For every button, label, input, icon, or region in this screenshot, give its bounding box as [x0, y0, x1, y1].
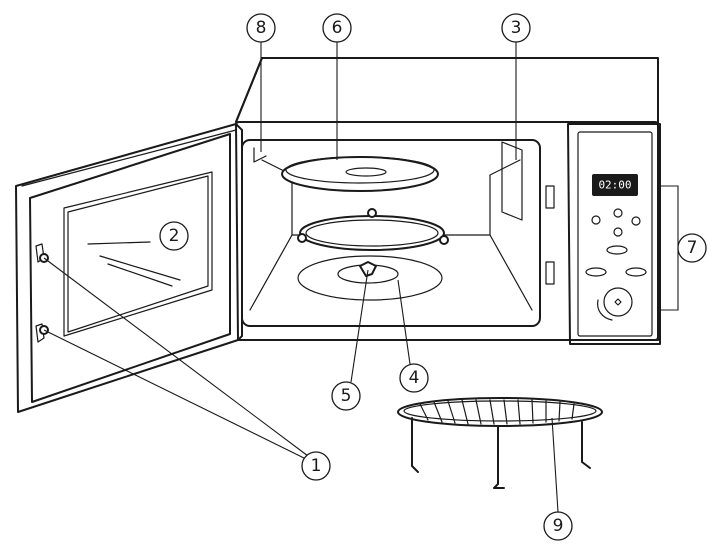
control-panel-frame	[567, 123, 661, 345]
metal-rack	[397, 397, 603, 489]
callout-9: 9	[543, 511, 573, 541]
leader-1a	[43, 257, 309, 457]
door-reflection-3	[107, 263, 173, 287]
door-reflection-2	[99, 255, 181, 281]
left-vent	[253, 147, 267, 163]
leader-7	[660, 185, 679, 311]
roller-ring-wheel-left	[297, 233, 307, 243]
leader-lines	[43, 42, 559, 513]
callout-7: 7	[660, 185, 707, 311]
door-window-inner	[67, 175, 209, 333]
dial-arrow	[597, 299, 613, 321]
leader-9	[551, 417, 559, 513]
door-window	[63, 171, 213, 337]
panel-button-top[interactable]	[613, 208, 623, 218]
display-window	[592, 174, 638, 196]
callout-1-label: 1	[311, 456, 322, 476]
roller-ring	[297, 208, 449, 251]
callout-3: 3	[501, 13, 531, 43]
door-latch-lower	[35, 323, 45, 343]
leader-1b	[43, 329, 309, 461]
control-panel: 02:00	[567, 123, 661, 345]
coupler	[359, 261, 377, 277]
display-time: 02:00	[598, 179, 631, 192]
door-hinge-edge	[235, 123, 243, 341]
roller-ring-inner	[305, 219, 439, 247]
metal-rack-inner	[403, 400, 597, 422]
glass-tray-inner	[285, 156, 435, 184]
callout-1: 1	[301, 451, 331, 481]
callout-4-label: 4	[409, 368, 420, 388]
glass-tray-center	[345, 167, 387, 177]
glass-tray	[281, 156, 439, 192]
leader-4	[397, 279, 411, 365]
glass-tray-rim	[281, 156, 439, 192]
cabinet-top	[235, 57, 659, 123]
control-dial[interactable]	[603, 287, 633, 317]
metal-rack-leg-middle	[493, 425, 505, 489]
roller-ring-wheel-top	[367, 208, 377, 218]
metal-rack-top	[397, 397, 603, 427]
callout-9-label: 9	[553, 516, 564, 536]
callout-8: 8	[246, 13, 276, 43]
callout-2-label: 2	[169, 226, 180, 246]
turntable-floor	[297, 255, 443, 301]
metal-rack-leg-left	[411, 417, 419, 473]
panel-button-oval-3[interactable]	[625, 267, 647, 277]
latch-hole-upper	[545, 185, 555, 209]
callout-6: 6	[322, 13, 352, 43]
cabinet-front	[235, 121, 659, 341]
panel-button-oval-1[interactable]	[606, 245, 628, 255]
callout-4: 4	[399, 363, 429, 393]
panel-button-oval-2[interactable]	[585, 267, 607, 277]
metal-rack-leg-right	[581, 421, 591, 469]
door-inner-frame	[29, 133, 231, 403]
cavity-floor-left	[249, 234, 293, 311]
door	[15, 123, 243, 413]
cavity-floor-right	[489, 234, 533, 311]
waveguide-cover	[501, 141, 523, 221]
callout-3-label: 3	[511, 18, 522, 38]
cavity-right-back-edge	[489, 159, 521, 236]
panel-button-left[interactable]	[591, 215, 601, 225]
control-panel-face	[577, 131, 653, 337]
callout-2: 2	[159, 221, 189, 251]
panel-button-middle[interactable]	[613, 227, 623, 237]
roller-ring-wheel-right	[439, 235, 449, 245]
callout-7-label: 7	[687, 238, 698, 258]
turntable-floor-ring	[297, 255, 443, 301]
latch-hole-lower	[545, 261, 555, 285]
door-top-edge	[21, 129, 237, 187]
metal-rack-wires	[419, 399, 575, 425]
microwave-cabinet	[235, 57, 659, 341]
leader-5	[350, 269, 369, 383]
callout-8-label: 8	[256, 18, 267, 38]
panel-button-right[interactable]	[631, 216, 641, 226]
roller-ring-outer	[299, 215, 445, 251]
door-reflection-1	[87, 241, 151, 245]
callout-5-label: 5	[341, 386, 352, 406]
callout-6-label: 6	[332, 18, 343, 38]
cabinet-top-edge	[235, 57, 263, 123]
callout-5: 5	[331, 381, 361, 411]
dial-indicator-icon	[614, 298, 622, 306]
